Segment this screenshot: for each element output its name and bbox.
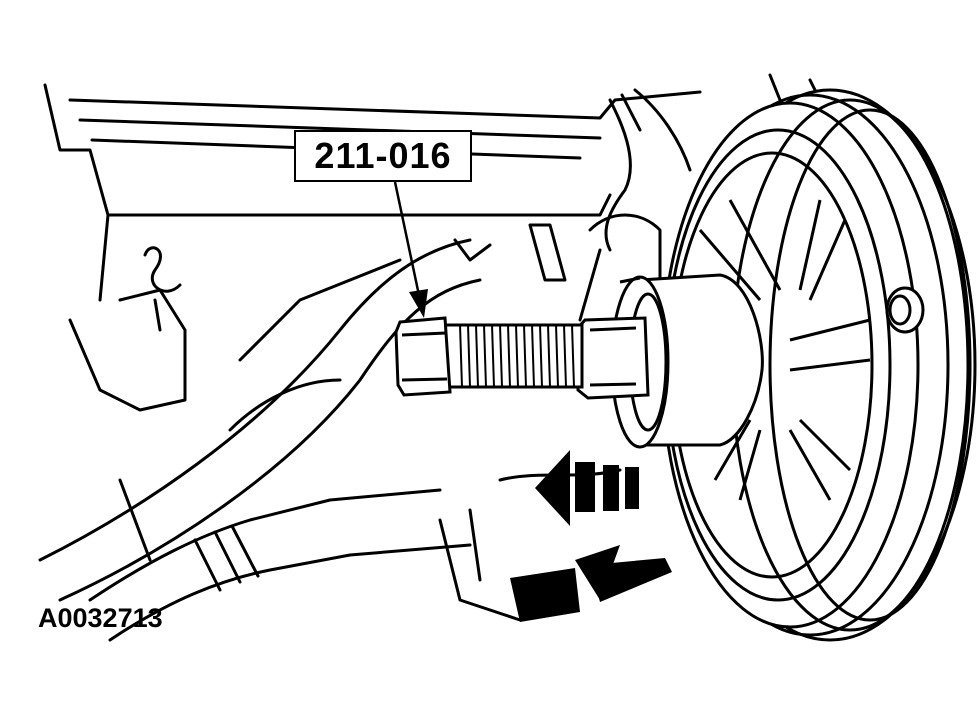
- arrow-right-double-icon: [510, 545, 672, 622]
- callout-leader: [395, 182, 428, 318]
- arrow-left-dashed-icon: [535, 450, 639, 526]
- tool-number-callout: 211-016: [294, 130, 472, 182]
- engine-background: [40, 75, 820, 640]
- figure-id-label: A0032713: [38, 603, 163, 633]
- puller-tool: [396, 275, 762, 447]
